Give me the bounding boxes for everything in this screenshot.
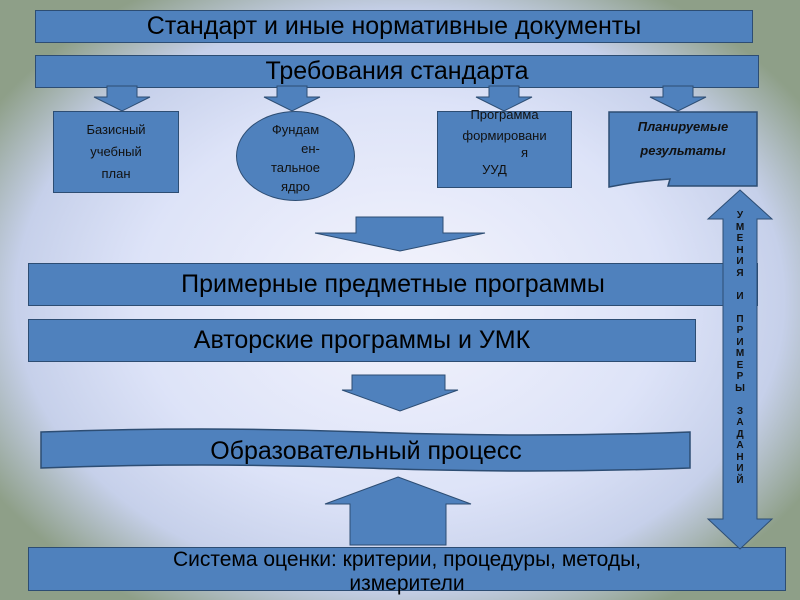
arrow-up-icon <box>324 476 472 546</box>
line: ядро <box>280 179 311 194</box>
sample-programs-box: Примерные предметные программы <box>28 263 758 306</box>
vertical-letter: Д <box>736 428 744 440</box>
vertical-letter: И <box>736 256 744 267</box>
line: Базисный <box>86 122 146 137</box>
line: я <box>520 145 529 160</box>
vertical-letter: М <box>735 221 745 233</box>
author-programs-box: Авторские программы и УМК <box>28 319 696 362</box>
vertical-letter: З <box>736 405 744 417</box>
assessment-line: измерители <box>349 572 465 595</box>
vertical-letter: Я <box>736 267 744 279</box>
vertical-letter: Е <box>736 233 744 244</box>
vertical-letter: Ы <box>735 382 745 394</box>
assessment-box: Система оценки: критерии, процедуры, мет… <box>28 547 786 595</box>
arrow-down-icon <box>93 85 151 112</box>
line: план <box>101 166 131 181</box>
assessment-line: Система оценки: критерии, процедуры, мет… <box>172 548 642 571</box>
planned-results-text: Планируемые результаты <box>608 115 758 165</box>
vertical-letter: Р <box>736 371 744 382</box>
vertical-letter: М <box>735 348 745 359</box>
line: УУД <box>482 162 507 177</box>
line: результаты <box>640 143 726 158</box>
line: Программа <box>470 107 539 122</box>
requirements-text: Требования стандарта <box>265 57 529 85</box>
vertical-letter: Р <box>736 325 744 336</box>
vertical-letter: И <box>736 290 744 302</box>
line: формировани <box>462 128 547 143</box>
line: тальное <box>270 160 321 175</box>
arrow-down-icon <box>341 374 459 412</box>
vertical-letter: У <box>736 210 744 221</box>
uud-program-box: Программа формировани я УУД <box>437 107 572 188</box>
requirements-box: Требования стандарта <box>35 55 759 88</box>
edu-process-text: Образовательный процесс <box>40 430 692 472</box>
edu-process-label: Образовательный процесс <box>210 436 522 465</box>
fundamental-core-circle: Фундам ен- тальное ядро <box>236 111 355 201</box>
double-arrow-icon <box>706 189 774 550</box>
vertical-letter: Н <box>736 244 744 256</box>
author-programs-text: Авторские программы и УМК <box>193 326 531 354</box>
vertical-letter: Н <box>736 451 744 463</box>
arrow-down-icon <box>475 85 533 112</box>
line: учебный <box>90 144 142 159</box>
vertical-letter: И <box>736 463 744 474</box>
standard-title: Стандарт и иные нормативные документы <box>146 12 642 40</box>
line: Планируемые <box>637 119 729 134</box>
vertical-letter: Й <box>736 474 744 486</box>
vertical-letter: Е <box>736 359 744 371</box>
arrow-down-icon <box>649 85 707 112</box>
sample-programs-text: Примерные предметные программы <box>181 270 605 298</box>
vertical-letter: И <box>736 336 744 348</box>
vertical-letter: П <box>736 313 744 325</box>
planned-results-shape <box>608 111 758 188</box>
basic-curriculum-box: Базисный учебный план <box>53 111 179 193</box>
edu-process-shape <box>40 428 691 472</box>
line: ен- <box>301 141 320 156</box>
line: Фундам <box>271 122 320 137</box>
arrow-down-icon <box>314 216 486 252</box>
standard-title-box: Стандарт и иные нормативные документы <box>35 10 753 43</box>
arrow-down-icon <box>263 85 321 112</box>
vertical-letter: А <box>736 417 744 428</box>
vertical-letter: А <box>736 440 744 451</box>
